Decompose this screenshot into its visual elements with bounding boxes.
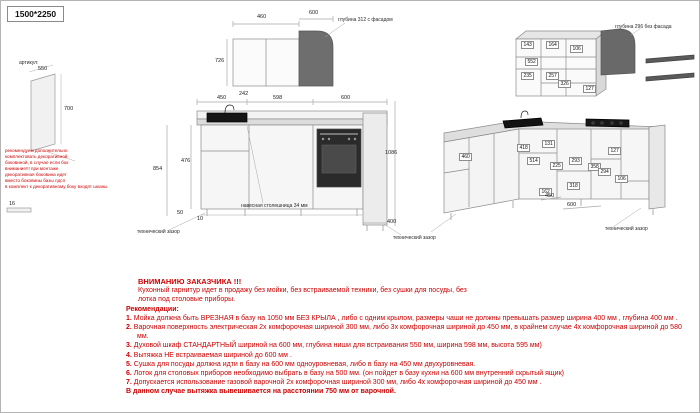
- drawing-size-title: 1500*2250: [7, 6, 65, 22]
- recommendation-item: 1. Мойка должна быть ВРЕЗНАЯ в базу на 1…: [126, 314, 692, 323]
- recommendation-item: 3. Духовой шкаф СТАНДАРТНЫЙ шириной на 6…: [126, 341, 692, 350]
- recommendation-text: Мойка должна быть ВРЕЗНАЯ в базу на 1050…: [133, 314, 678, 322]
- decor-panel-red-note: рекомендуем дополнительно комплектовать …: [5, 148, 108, 189]
- recommendation-text: Допускается использование газовой варочн…: [133, 379, 542, 387]
- right-isometric-view: [430, 27, 695, 233]
- recommendation-item: 6. Лоток для столовых приборов необходим…: [126, 369, 692, 378]
- recommendation-number: 2.: [126, 324, 134, 332]
- recommendation-item: 4. Вытяжка НЕ встраиваемая шириной до 60…: [126, 351, 692, 360]
- recommendation-number: 7.: [126, 379, 134, 387]
- notice-intro: Кухонный гарнитур идет в продажу без мой…: [138, 287, 467, 304]
- left-elevation-view: [166, 16, 402, 236]
- recommendation-item: 7. Допускается использование газовой вар…: [126, 378, 692, 387]
- recommendation-text: Варочная поверхность электрическая 2х ко…: [133, 324, 682, 341]
- notice-footer: В данном случае вытяжка вывешивается на …: [126, 388, 396, 396]
- recommendation-text: Сушка для посуды должна идти в базу на 6…: [133, 360, 476, 368]
- decor-side-panel-view: [6, 64, 76, 213]
- recommendation-number: 3.: [126, 342, 134, 350]
- recommendation-text: Лоток для столовых приборов необходимо в…: [133, 370, 564, 378]
- customer-notice: ВНИМАНИЮ ЗАКАЗЧИКА !!! Кухонный гарнитур…: [126, 277, 692, 397]
- recommendation-number: 5.: [126, 360, 134, 368]
- kitchen-drawing-svg: [6, 16, 695, 236]
- recommendation-number: 1.: [126, 314, 134, 322]
- recommendation-text: Вытяжка НЕ встраиваемая шириной до 600 м…: [133, 351, 292, 359]
- notice-heading: ВНИМАНИЮ ЗАКАЗЧИКА !!!: [138, 277, 242, 286]
- recommendation-text: Духовой шкаф СТАНДАРТНЫЙ шириной на 600 …: [133, 342, 542, 350]
- recommendations-list: 1. Мойка должна быть ВРЕЗНАЯ в базу на 1…: [126, 314, 692, 388]
- recommendation-number: 6.: [126, 370, 134, 378]
- recommendation-item: 5. Сушка для посуды должна идти в базу н…: [126, 360, 692, 369]
- recommendation-item: 2. Варочная поверхность электрическая 2х…: [126, 323, 692, 341]
- recommendation-number: 4.: [126, 351, 134, 359]
- recommendations-title: Рекомендации:: [126, 305, 179, 313]
